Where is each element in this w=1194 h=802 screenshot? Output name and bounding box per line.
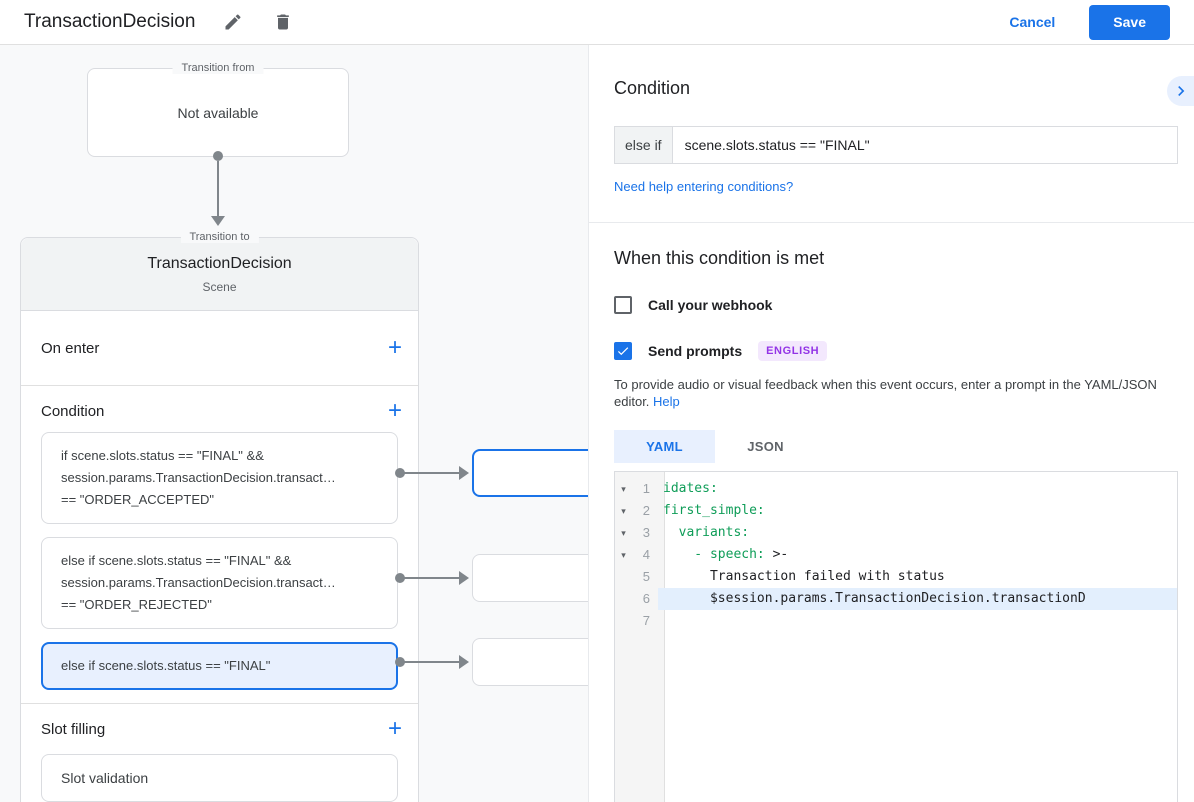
- transition-to-legend: Transition to: [180, 231, 259, 243]
- add-slot-button[interactable]: +: [387, 715, 402, 742]
- connector-arrow-head: [459, 466, 469, 480]
- fold-arrow-icon[interactable]: ▾: [621, 484, 626, 494]
- line-number: 3: [642, 525, 650, 540]
- line-number: 6: [642, 591, 650, 606]
- code-text: first_simple:: [663, 503, 765, 518]
- condition-card[interactable]: else if scene.slots.status == "FINAL" &&…: [41, 537, 398, 629]
- edit-icon[interactable]: [221, 10, 245, 34]
- editor-line[interactable]: ▾ 1 idates:: [615, 478, 1177, 500]
- tab-yaml[interactable]: YAML: [614, 430, 715, 463]
- editor-line[interactable]: ▾ 3 variants:: [615, 522, 1177, 544]
- yaml-editor[interactable]: ▾ 1 idates: ▾ 2 first_simple: ▾ 3 variants: ▾ 4 -…: [614, 471, 1178, 802]
- help-link[interactable]: Help: [653, 394, 680, 409]
- page-title: TransactionDecision: [24, 11, 196, 32]
- send-prompts-row: Send prompts ENGLISH: [614, 341, 1178, 361]
- editor-tabs: YAML JSON: [614, 430, 1178, 463]
- language-badge: ENGLISH: [758, 341, 828, 361]
- scene-name: TransactionDecision: [147, 255, 292, 272]
- line-number: 5: [642, 569, 650, 584]
- condition-input-group: else if: [614, 126, 1178, 164]
- condition-expression-input[interactable]: [672, 127, 1177, 163]
- fold-arrow-icon[interactable]: ▾: [621, 550, 626, 560]
- editor-gutter: [615, 472, 665, 802]
- condition-section-label: Condition: [41, 402, 105, 420]
- transition-target-box[interactable]: [472, 638, 602, 686]
- send-prompts-checkbox[interactable]: [614, 342, 632, 360]
- line-number: 7: [642, 613, 650, 628]
- connector-arrow-head: [459, 571, 469, 585]
- condition-card[interactable]: if scene.slots.status == "FINAL" && sess…: [41, 432, 398, 524]
- code-text: variants:: [663, 525, 750, 540]
- on-enter-section: On enter +: [21, 311, 418, 386]
- condition-card[interactable]: else if scene.slots.status == "FINAL": [41, 642, 398, 690]
- delete-icon[interactable]: [271, 10, 295, 34]
- connector-dot: [213, 151, 223, 161]
- fold-arrow-icon[interactable]: ▾: [621, 506, 626, 516]
- transition-from-content: Not available: [177, 104, 259, 121]
- panel-divider: [589, 222, 1194, 223]
- connector-line: [404, 577, 459, 579]
- slot-filling-label: Slot filling: [41, 720, 106, 738]
- line-number: 2: [642, 503, 650, 518]
- scene-type-label: Scene: [202, 280, 237, 294]
- prompt-description: To provide audio or visual feedback when…: [614, 377, 1157, 409]
- transition-arrow-head: [211, 216, 225, 226]
- transition-arrow: [217, 161, 219, 217]
- condition-panel-title: Condition: [614, 78, 691, 98]
- add-on-enter-button[interactable]: +: [387, 334, 402, 361]
- connector-dot: [395, 468, 405, 478]
- fold-arrow-icon[interactable]: ▾: [621, 528, 626, 538]
- code-text: - speech: >-: [663, 547, 789, 562]
- call-webhook-checkbox[interactable]: [614, 296, 632, 314]
- connector-line: [404, 472, 459, 474]
- slot-filling-section-header: Slot filling +: [21, 704, 418, 750]
- code-text: [658, 610, 1177, 632]
- condition-section-header: Condition +: [21, 386, 418, 432]
- webhook-row: Call your webhook: [614, 296, 1178, 314]
- editor-lines: ▾ 1 idates: ▾ 2 first_simple: ▾ 3 variants: ▾ 4 -…: [615, 472, 1177, 632]
- editor-line[interactable]: 7: [615, 610, 1177, 632]
- editor-line[interactable]: ▾ 4 - speech: >-: [615, 544, 1177, 566]
- scene-header[interactable]: TransactionDecision Scene: [21, 238, 418, 311]
- add-condition-button[interactable]: +: [387, 397, 402, 424]
- save-button[interactable]: Save: [1089, 4, 1170, 40]
- flow-canvas: Transition from Not available Transition…: [0, 45, 602, 802]
- code-text: idates:: [663, 481, 718, 496]
- transition-from-legend: Transition from: [172, 62, 264, 74]
- section-divider: [21, 703, 418, 704]
- line-number: 1: [642, 481, 650, 496]
- connector-arrow-head: [459, 655, 469, 669]
- editor-line[interactable]: 6 $session.params.TransactionDecision.tr…: [615, 588, 1177, 610]
- call-webhook-label: Call your webhook: [648, 297, 773, 313]
- cancel-button[interactable]: Cancel: [1009, 14, 1056, 30]
- top-bar: TransactionDecision Cancel Save: [0, 0, 1194, 45]
- transition-target-box[interactable]: [472, 449, 602, 497]
- code-text: Transaction failed with status: [663, 569, 945, 584]
- editor-line[interactable]: 5 Transaction failed with status: [615, 566, 1177, 588]
- tab-json[interactable]: JSON: [747, 439, 784, 454]
- code-text: $session.params.TransactionDecision.tran…: [658, 588, 1177, 610]
- connector-dot: [395, 657, 405, 667]
- editor-line[interactable]: ▾ 2 first_simple:: [615, 500, 1177, 522]
- when-condition-title: When this condition is met: [614, 248, 825, 268]
- slot-validation-card[interactable]: Slot validation: [41, 754, 398, 802]
- fold-spacer: [615, 588, 632, 610]
- on-enter-label: On enter: [41, 339, 100, 357]
- condition-card-list: if scene.slots.status == "FINAL" && sess…: [21, 432, 418, 690]
- conditions-help-link[interactable]: Need help entering conditions?: [614, 179, 794, 194]
- condition-prefix-label: else if: [615, 127, 673, 163]
- send-prompts-label: Send prompts: [648, 343, 743, 359]
- condition-details-panel: Condition else if Need help entering con…: [588, 45, 1194, 802]
- line-number: 4: [642, 547, 650, 562]
- collapse-panel-button[interactable]: [1167, 76, 1194, 106]
- transition-from-box: Transition from Not available: [87, 62, 349, 161]
- fold-spacer: [615, 610, 632, 632]
- fold-spacer: [615, 566, 632, 588]
- transition-target-box[interactable]: [472, 554, 602, 602]
- connector-dot: [395, 573, 405, 583]
- connector-line: [404, 661, 459, 663]
- transition-to-box: Transition to TransactionDecision Scene …: [20, 231, 419, 802]
